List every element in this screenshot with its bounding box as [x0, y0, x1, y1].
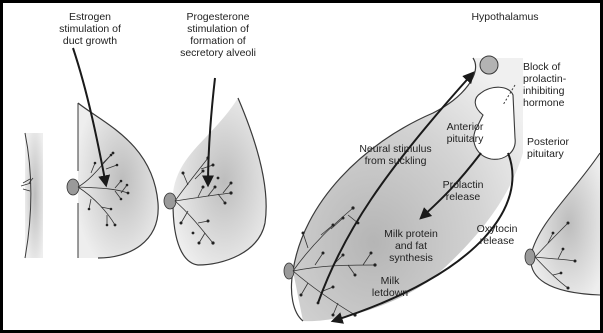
label-milk-protein-fat-synthesis: Milk protein and fat synthesis — [371, 228, 451, 264]
label-block-of-prolactin-inhibiting-hormone: Block of prolactin- inhibiting hormone — [523, 61, 593, 109]
label-oxytocin-release: Oxytocin release — [467, 223, 527, 247]
breast-stage-3 — [164, 98, 266, 265]
label-anterior-pituitary: Anterior pituitary — [435, 121, 495, 145]
breast-stage-1 — [21, 133, 43, 258]
label-prolactin-release: Prolactin release — [433, 179, 493, 203]
hypothalamus-node — [480, 56, 498, 74]
label-estrogen: Estrogen stimulation of duct growth — [45, 11, 135, 47]
label-progesterone: Progesterone stimulation of formation of… — [163, 11, 273, 59]
label-milk-letdown: Milk letdown — [365, 275, 415, 299]
label-posterior-pituitary: Posterior pituitary — [527, 136, 597, 160]
label-neural-stimulus: Neural stimulus from suckling — [348, 143, 443, 167]
label-hypothalamus: Hypothalamus — [455, 11, 555, 23]
illustration — [3, 3, 600, 330]
breast-stage-2 — [67, 103, 158, 258]
breast-stage-5 — [525, 153, 600, 295]
